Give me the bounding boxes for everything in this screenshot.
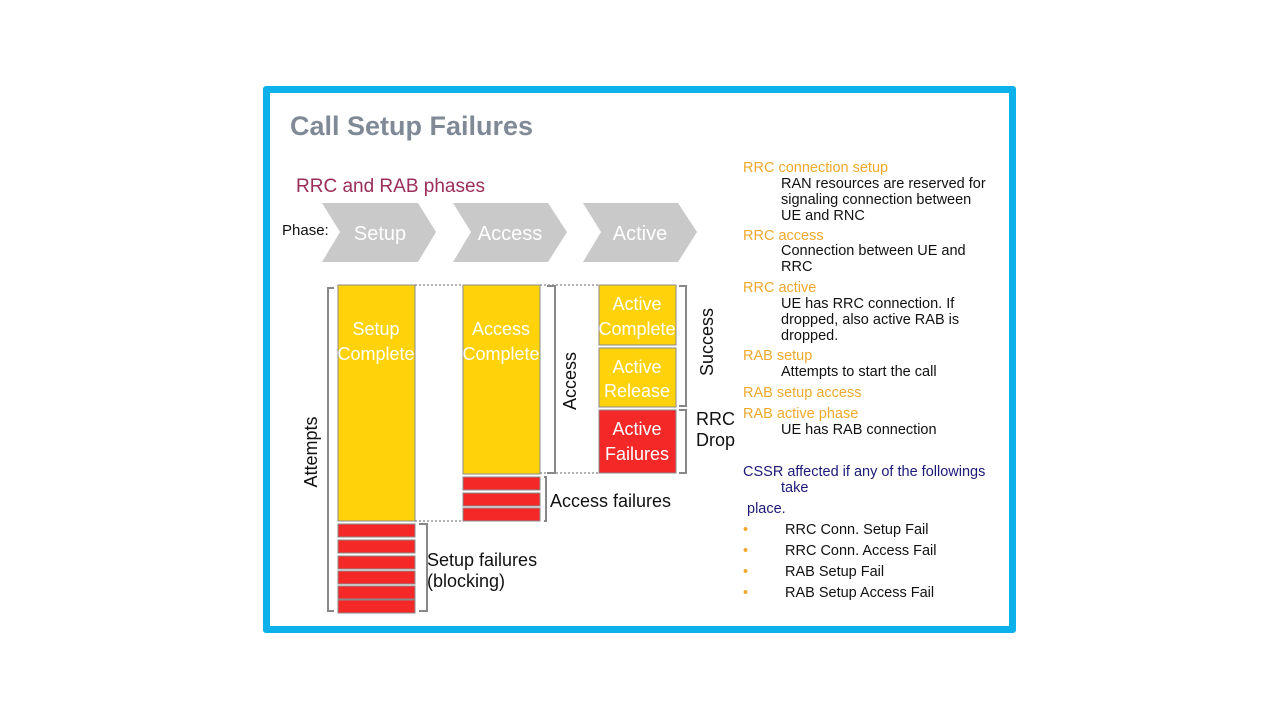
phase-chevron-setup bbox=[322, 203, 436, 262]
def-desc-rab-active-phase: UE has RAB connection bbox=[781, 422, 937, 438]
cssr-line-3: place. bbox=[747, 501, 786, 517]
access-failures-bracket bbox=[544, 476, 547, 522]
phase-chevron-setup-label: Setup bbox=[354, 223, 406, 245]
success-label: Success bbox=[697, 308, 717, 376]
setup-complete-label-2: Complete bbox=[337, 344, 414, 364]
active-release-label-1: Active bbox=[612, 357, 661, 377]
active-complete-block bbox=[598, 284, 677, 346]
bullet-icon: • bbox=[743, 585, 749, 601]
bullet-icon: • bbox=[743, 564, 749, 580]
def-term-rab-setup: RAB setup bbox=[743, 348, 813, 364]
cssr-line-1: CSSR affected if any of the followings bbox=[743, 464, 986, 480]
attempts-label: Attempts bbox=[301, 416, 321, 487]
phase-chevron-access bbox=[453, 203, 567, 262]
def-desc-rab-setup: Attempts to start the call bbox=[781, 364, 937, 380]
slide-title: Call Setup Failures bbox=[290, 111, 534, 141]
active-failures-label-1: Active bbox=[612, 419, 661, 439]
cssr-item: •RRC Conn. Access Fail bbox=[743, 543, 937, 559]
active-complete-label-2: Complete bbox=[598, 319, 675, 339]
def-desc-rrc-connection-setup: RAN resources are reserved for signaling… bbox=[781, 176, 986, 224]
active-failures-block bbox=[598, 409, 677, 474]
cssr-item: •RAB Setup Access Fail bbox=[743, 585, 935, 601]
setup-complete-block bbox=[337, 284, 416, 522]
def-term-rab-active-phase: RAB active phase bbox=[743, 406, 859, 422]
phase-label: Phase: bbox=[282, 222, 329, 239]
bullet-icon: • bbox=[743, 522, 749, 538]
rrc-drop-label: RRC Drop bbox=[696, 409, 736, 450]
access-complete-label-1: Access bbox=[472, 319, 530, 339]
cssr-item: •RRC Conn. Setup Fail bbox=[743, 522, 929, 538]
def-term-rab-setup-access: RAB setup access bbox=[743, 385, 862, 401]
rrc-drop-bracket bbox=[679, 409, 687, 474]
setup-failures-label: Setup failures (blocking) bbox=[427, 550, 538, 591]
def-desc-rrc-active: UE has RRC connection. If dropped, also … bbox=[781, 296, 960, 344]
bullet-icon: • bbox=[743, 543, 749, 559]
access-complete-label-2: Complete bbox=[462, 344, 539, 364]
phase-chevron-active-label: Active bbox=[613, 223, 667, 245]
cssr-item: •RAB Setup Fail bbox=[743, 564, 885, 580]
access-failures-label: Access failures bbox=[550, 491, 672, 511]
access-failure-bars bbox=[462, 476, 541, 522]
phase-chevron-access-label: Access bbox=[478, 223, 542, 245]
active-complete-label-1: Active bbox=[612, 294, 661, 314]
cssr-line-2: take bbox=[781, 480, 809, 496]
success-bracket bbox=[679, 285, 687, 407]
def-term-rrc-active: RRC active bbox=[743, 280, 817, 296]
phase-chevron-active bbox=[583, 203, 697, 262]
access-bracket bbox=[547, 285, 556, 474]
setup-complete-label-1: Setup bbox=[352, 319, 399, 339]
active-release-block bbox=[598, 347, 677, 408]
def-term-rrc-connection-setup: RRC connection setup bbox=[743, 160, 889, 176]
attempts-bracket bbox=[327, 287, 334, 612]
access-label: Access bbox=[560, 352, 580, 410]
active-failures-label-2: Failures bbox=[605, 444, 669, 464]
setup-failure-bars bbox=[337, 523, 416, 614]
setup-failures-bracket bbox=[419, 523, 428, 612]
active-release-label-2: Release bbox=[604, 381, 670, 401]
access-complete-block bbox=[462, 284, 541, 475]
def-desc-rrc-access: Connection between UE and RRC bbox=[781, 243, 966, 275]
slide-subtitle: RRC and RAB phases bbox=[296, 176, 486, 197]
def-term-rrc-access: RRC access bbox=[743, 228, 824, 244]
